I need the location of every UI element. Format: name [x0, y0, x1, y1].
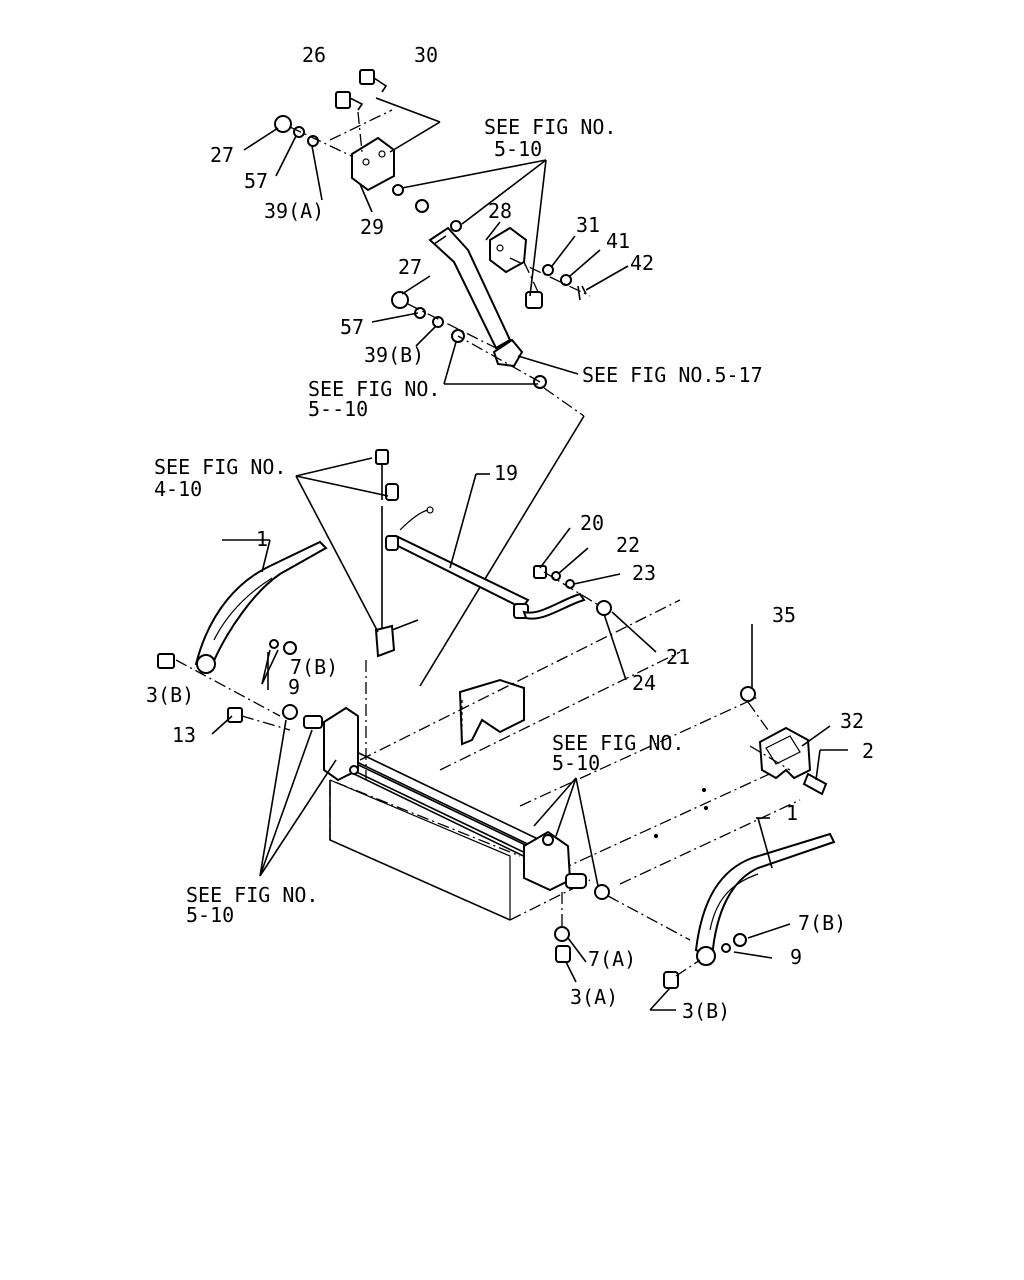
label-31: 31 [576, 213, 600, 237]
label-29: 29 [360, 215, 384, 239]
see-fig-510-mid-line1: SEE FIG NO. [308, 377, 440, 401]
label-3b-left: 3(B) [146, 683, 194, 707]
label-3a: 3(A) [570, 985, 618, 1009]
label-39a: 39(A) [264, 199, 324, 223]
label-22: 22 [616, 533, 640, 557]
label-9-right: 9 [790, 945, 802, 969]
bolt-30 [359, 69, 388, 93]
part-labels: 26 30 27 57 39(A) 29 28 31 41 42 27 57 3… [146, 43, 874, 1023]
label-9-left: 9 [288, 675, 300, 699]
label-7b-right: 7(B) [798, 911, 846, 935]
label-41: 41 [606, 229, 630, 253]
label-21: 21 [666, 645, 690, 669]
label-39b: 39(B) [364, 343, 424, 367]
label-7b-left: 7(B) [290, 655, 338, 679]
label-7a: 7(A) [588, 947, 636, 971]
see-fig-510-top-line1: SEE FIG NO. [484, 115, 616, 139]
label-1-left: 1 [256, 527, 268, 551]
see-fig-510-bottom-line1: SEE FIG NO. [186, 883, 318, 907]
label-23: 23 [632, 561, 656, 585]
label-27-upper: 27 [210, 143, 234, 167]
washer-41 [560, 274, 572, 286]
nut-27-upper [274, 115, 292, 133]
frame-assembly [259, 599, 801, 983]
label-1-right: 1 [786, 801, 798, 825]
lever-1-right [649, 817, 836, 1011]
right-mount [740, 624, 848, 796]
see-fig-510-mid-line2: 5--10 [308, 397, 368, 421]
label-30: 30 [414, 43, 438, 67]
see-fig-510-bottom-line2: 5-10 [186, 903, 234, 927]
washer-31 [542, 264, 554, 276]
label-20: 20 [580, 511, 604, 535]
nut-35 [740, 686, 756, 702]
middle-linkage [295, 449, 657, 780]
washer-57-upper [293, 126, 305, 138]
see-fig-510-top-line2: 5-10 [494, 137, 542, 161]
nut-27-lower [391, 291, 409, 309]
see-fig-410-line1: SEE FIG NO. [154, 455, 286, 479]
label-26: 26 [302, 43, 326, 67]
nut-21 [596, 600, 612, 616]
label-3b-right: 3(B) [682, 999, 730, 1023]
label-28: 28 [488, 199, 512, 223]
label-42: 42 [630, 251, 654, 275]
pin-42 [577, 285, 587, 301]
label-32: 32 [840, 709, 864, 733]
see-fig-510-center-line1: SEE FIG NO. [552, 731, 684, 755]
bracket-28 [489, 226, 528, 274]
see-fig-510-center-line2: 5-10 [552, 751, 600, 775]
label-24: 24 [632, 671, 656, 695]
bolt-26 [335, 91, 364, 111]
bracket-29 [351, 136, 395, 192]
label-13: 13 [172, 723, 196, 747]
upper-linkage [243, 69, 629, 687]
label-2: 2 [862, 739, 874, 763]
lever-1-left [157, 539, 328, 735]
bracket-32 [758, 726, 812, 780]
bolt-20 [533, 565, 547, 579]
rod-19 [388, 534, 530, 610]
label-57-upper: 57 [244, 169, 268, 193]
linkage-strut [428, 226, 512, 350]
label-35: 35 [772, 603, 796, 627]
see-fig-410-line2: 4-10 [154, 477, 202, 501]
label-27-lower: 27 [398, 255, 422, 279]
see-fig-517: SEE FIG NO.5-17 [582, 363, 763, 387]
label-19: 19 [494, 461, 518, 485]
label-57-lower: 57 [340, 315, 364, 339]
bolt-2 [802, 772, 828, 796]
